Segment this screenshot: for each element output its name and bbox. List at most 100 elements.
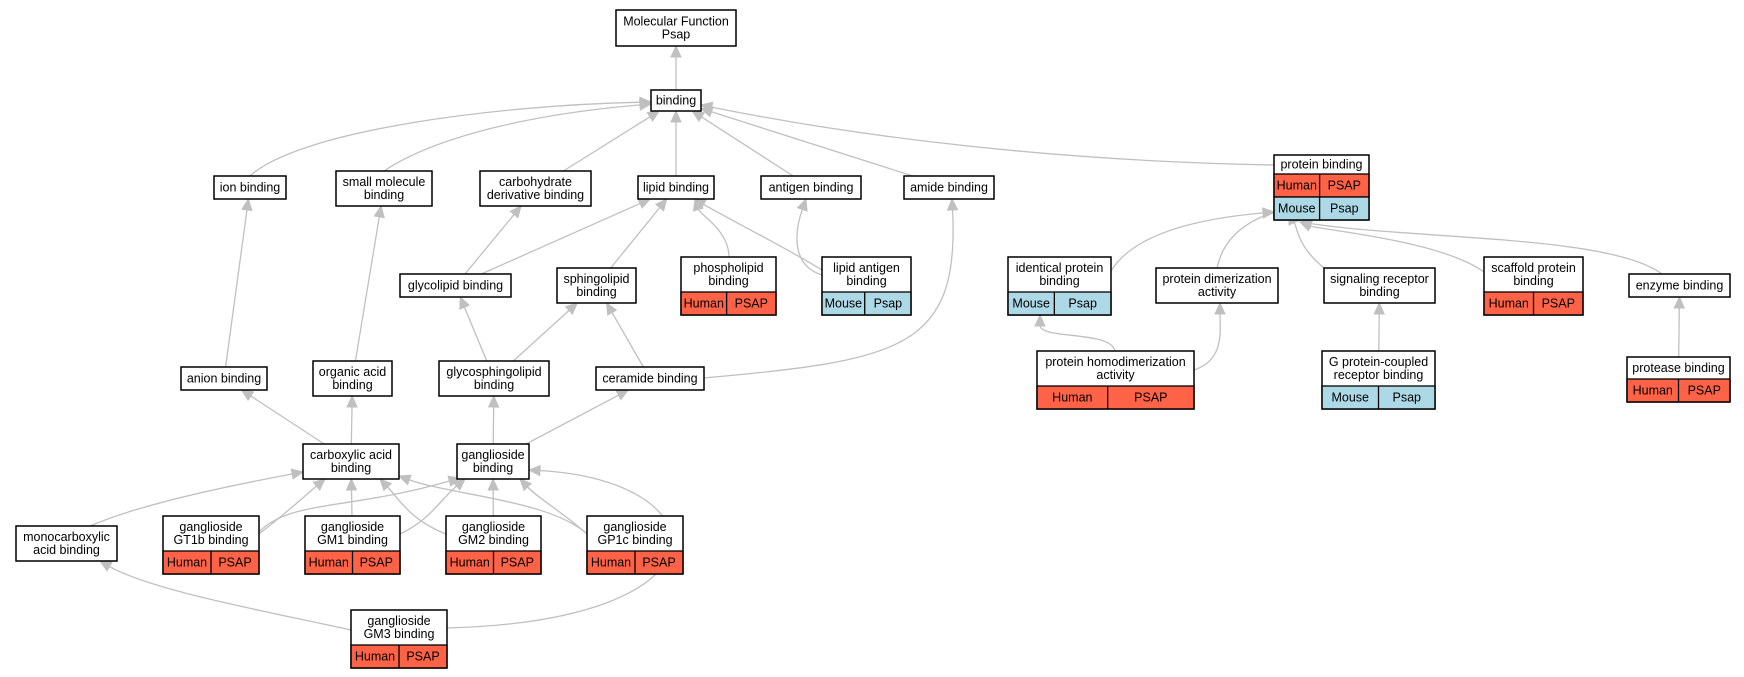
edge-antigen-to-binding (700, 115, 794, 177)
gene-label: Psap (1330, 202, 1359, 216)
node-label: protein binding (1280, 158, 1362, 172)
node-ceramide[interactable]: ceramide binding (595, 366, 705, 391)
node-ion[interactable]: ion binding (213, 175, 287, 200)
node-box (15, 525, 118, 562)
arrowhead-gp1c-to-ganglioside (519, 478, 533, 492)
edge-organic-to-small (354, 215, 381, 362)
node-enzyme[interactable]: enzyme binding (1628, 273, 1731, 298)
node-border (304, 515, 401, 575)
node-lipid[interactable]: lipid binding (637, 175, 715, 200)
gene-label: PSAP (406, 650, 439, 664)
arrowhead-gpcr-to-signaling (1373, 301, 1385, 315)
arrowhead-homodimer-to-dimer (1214, 301, 1226, 315)
node-border (1483, 256, 1584, 316)
arrowhead-antigen-to-binding (691, 110, 706, 123)
edge-identical-to-protein (1110, 212, 1265, 272)
node-amide[interactable]: amide binding (903, 175, 995, 200)
arrowhead-carboxylic-to-anion (240, 389, 255, 402)
node-border (302, 443, 400, 480)
node-label: antigen binding (769, 181, 854, 195)
gene-label: PSAP (1134, 391, 1167, 405)
edge-lipidantigen-to-lipid (702, 203, 823, 271)
species-label: Mouse (1278, 202, 1316, 216)
node-border (556, 267, 637, 304)
species-label: Mouse (1331, 391, 1369, 405)
edge-gm3-to-monocarb (108, 565, 352, 631)
node-label: scaffold protein (1491, 261, 1576, 275)
species-label: Human (309, 556, 349, 570)
species-label: Mouse (1012, 297, 1050, 311)
node-label: protein homodimerization (1045, 355, 1185, 369)
arrowhead-binding-to-mf (670, 44, 682, 58)
node-label: ganglioside (321, 520, 384, 534)
node-border (1323, 267, 1436, 304)
edge-glycolipid-to-lipid (481, 202, 642, 275)
arrowhead-glycosphingo-to-sphingo (564, 302, 579, 316)
arrowhead-gt1b-to-carboxylic (312, 478, 326, 491)
edge-glycosphingo-to-glycolipid (463, 305, 488, 362)
node-label: binding (656, 94, 696, 108)
edge-small-to-binding (383, 104, 642, 172)
node-border (1628, 273, 1731, 298)
arrowhead-carbo-to-binding (646, 110, 661, 122)
node-label: glycosphingolipid (446, 365, 541, 379)
node-border (1626, 356, 1731, 403)
arrowhead-carboxylic-to-organic (346, 394, 358, 408)
gene-label: PSAP (735, 297, 768, 311)
node-glycolipid[interactable]: glycolipid binding (399, 273, 512, 298)
node-label: ceramide binding (602, 372, 697, 386)
node-label: ganglioside (461, 448, 524, 462)
gene-label: PSAP (1542, 297, 1575, 311)
node-border (438, 360, 550, 397)
arrowhead-small-to-binding (639, 99, 653, 111)
node-antigen[interactable]: antigen binding (760, 175, 862, 200)
arrowhead-glycosphingo-to-glycolipid (459, 295, 470, 310)
node-border (903, 175, 995, 200)
node-label: acid binding (33, 543, 100, 557)
arrowhead-organic-to-small (373, 204, 385, 219)
species-label: Human (450, 556, 490, 570)
node-border (1273, 154, 1370, 221)
node-binding[interactable]: binding (650, 89, 702, 112)
edge-gp1c-to-carboxylic (408, 478, 588, 535)
species-label: Human (684, 297, 724, 311)
node-border (350, 609, 448, 669)
node-label: derivative binding (487, 188, 584, 202)
gene-label: PSAP (1688, 384, 1721, 398)
node-border (586, 515, 684, 575)
node-border (180, 366, 268, 391)
edge-anion-to-ion (224, 208, 248, 368)
gene-label: PSAP (1328, 179, 1361, 193)
edge-ion-to-binding (249, 101, 642, 177)
node-anion[interactable]: anion binding (180, 366, 268, 391)
node-border (650, 89, 702, 112)
node-border (1155, 267, 1279, 304)
edge-carboxylic-to-organic (350, 405, 353, 445)
node-label: sphingolipid (563, 272, 629, 286)
